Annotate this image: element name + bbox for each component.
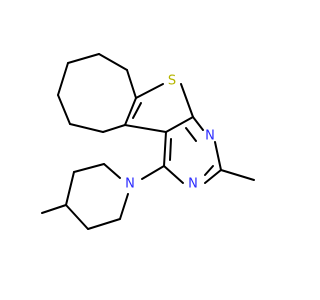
nitrogen-atom-label: N [188, 177, 198, 192]
double-bond-inner [204, 165, 214, 176]
cycloheptane-ring [57, 53, 137, 133]
bond [141, 165, 165, 180]
bond [192, 116, 204, 131]
bond [57, 62, 69, 96]
molecule-structure-diagram: S N N N [41, 53, 255, 230]
bond [124, 124, 167, 133]
double-bond-inner [132, 102, 142, 119]
sulfur-atom-label: S [168, 74, 176, 89]
bond [98, 53, 128, 71]
piperidine-ring [65, 163, 129, 230]
bond [73, 163, 105, 173]
bond [119, 193, 129, 220]
bond [57, 94, 71, 125]
pyrimidine-ring [163, 116, 222, 184]
methyl-bond [41, 204, 67, 214]
bond [163, 165, 184, 184]
nitrogen-atom-label: N [125, 177, 135, 192]
bond [204, 169, 222, 184]
bond [65, 171, 75, 206]
bond [87, 218, 121, 230]
bond [163, 131, 167, 167]
bond [103, 163, 121, 179]
double-bond-inner [169, 138, 172, 161]
double-bond-inner [185, 127, 197, 142]
bond [65, 204, 89, 230]
bond [214, 141, 222, 171]
methyl-bond [220, 169, 255, 181]
bond [67, 53, 100, 64]
thiophene-ring [102, 83, 194, 133]
bond [180, 83, 194, 118]
bond [126, 69, 137, 99]
bond [102, 124, 126, 133]
bond [165, 116, 194, 133]
nitrogen-atom-label: N [205, 129, 215, 144]
bond [69, 123, 104, 133]
bond [124, 97, 137, 126]
bond [135, 83, 164, 99]
